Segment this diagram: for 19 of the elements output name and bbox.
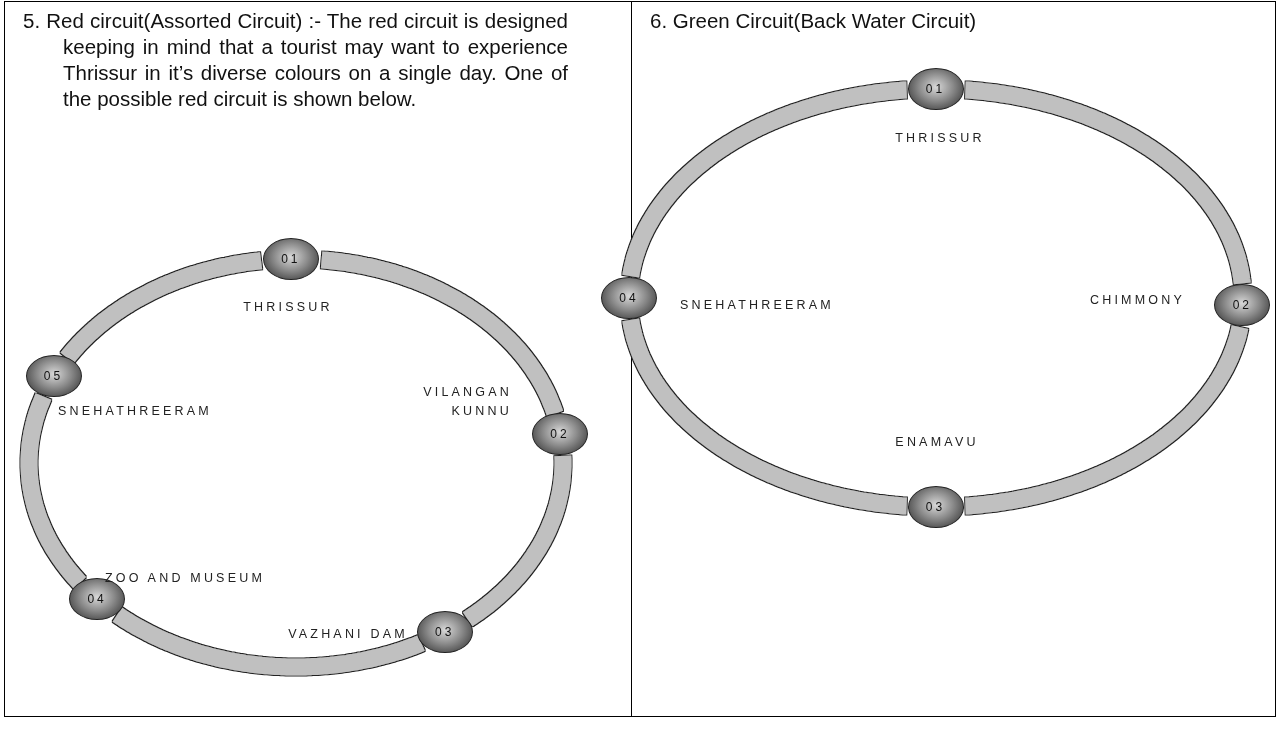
- stop-marker: 03: [907, 485, 964, 528]
- place-label: VAZHANI DAM: [288, 626, 408, 643]
- place-label: SNEHATHREERAM: [680, 297, 834, 314]
- place-label: ENAMAVU: [895, 434, 979, 451]
- place-label: THRISSUR: [895, 130, 985, 147]
- place-label: SNEHATHREERAM: [58, 403, 212, 420]
- circuit-description: 6. Green Circuit(Back Water Circuit): [650, 8, 978, 34]
- place-label: THRISSUR: [243, 299, 333, 316]
- stop-marker: 01: [907, 67, 964, 110]
- circuit-description: 5. Red circuit(Assorted Circuit) :- The red circuit is designed keeping in mind that a tourist may want to experience Thrissur in it’s diverse colours on a single day. One of the possible red circuit is shown below.: [23, 8, 568, 112]
- stop-marker: 01: [262, 237, 319, 280]
- place-label: VILANGAN KUNNU: [422, 384, 512, 420]
- ring-segment: [110, 607, 428, 676]
- stop-marker: 03: [416, 610, 473, 653]
- stop-marker: 04: [601, 277, 657, 319]
- place-label: CHIMMONY: [1089, 292, 1185, 309]
- stop-marker: 02: [531, 413, 588, 456]
- stop-marker: 05: [25, 355, 82, 398]
- stop-marker: 02: [1214, 283, 1271, 326]
